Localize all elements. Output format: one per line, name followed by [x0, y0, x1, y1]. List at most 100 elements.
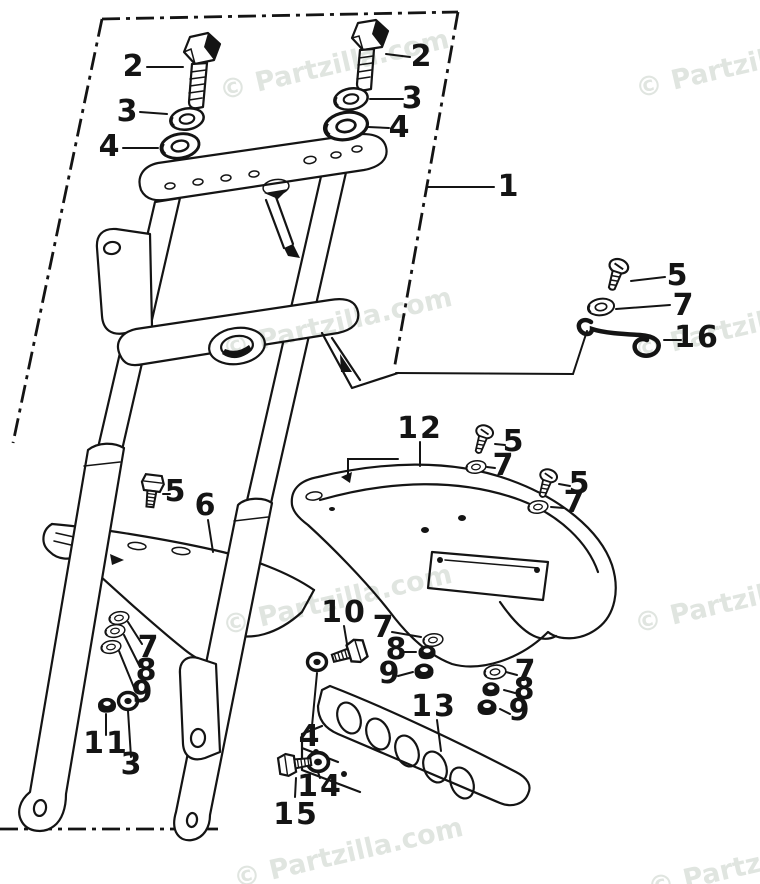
- leader-line-13: [436, 719, 442, 752]
- nut-11: [97, 697, 117, 714]
- fender-hole-b: [458, 515, 466, 521]
- leader-line-4: [367, 126, 390, 129]
- hardware: [97, 18, 632, 779]
- frame-left-edge: [11, 18, 104, 444]
- part-callout-8: 8: [514, 672, 537, 707]
- headlight-ear-hole: [102, 240, 122, 256]
- slider-right-collar: [233, 516, 269, 522]
- watermark-text: © Partzilla.com: [633, 22, 760, 105]
- part-callout-3: 3: [402, 81, 425, 116]
- part-callout-12: 12: [397, 411, 443, 446]
- fork-assembly-part-1: [18, 132, 400, 842]
- steering-stem-shade: [284, 244, 300, 258]
- steering-boss-shade: [222, 345, 252, 359]
- leader-line-5: [630, 276, 666, 282]
- nut-8-center: [417, 644, 437, 660]
- part-callout-8: 8: [136, 653, 159, 688]
- part-callout-3: 3: [117, 94, 140, 129]
- leader-lines: [105, 53, 682, 798]
- part-callout-3: 3: [121, 747, 144, 782]
- slider-right-axle-hole: [185, 811, 199, 829]
- stay-plate-holes: [336, 701, 475, 800]
- watermark-text: © Partzilla.com: [632, 557, 760, 640]
- part-callout-16: 16: [674, 320, 720, 355]
- watermark-text: © Partzilla.com: [231, 812, 467, 884]
- part-callout-9: 9: [379, 656, 402, 691]
- fender-hole-a: [421, 527, 429, 533]
- slider-right-ear-hole: [189, 727, 207, 749]
- fork-slider-left: [18, 442, 126, 832]
- part-callout-2: 2: [411, 39, 434, 74]
- part-callout-9: 9: [132, 675, 155, 710]
- leader-line-7: [505, 671, 518, 676]
- washer-7-top-right: [585, 295, 617, 319]
- slider-right-ear: [178, 656, 222, 761]
- part-callout-5: 5: [667, 258, 690, 293]
- fender-inner-arc: [318, 483, 600, 574]
- washer-3-left: [166, 104, 208, 134]
- washer-4-bottom: [305, 651, 329, 673]
- nut-9-center: [413, 662, 435, 680]
- leader-line-8: [503, 689, 516, 694]
- leader-line-14: [317, 771, 321, 779]
- leader-line-6: [207, 519, 214, 553]
- part-callout-5: 5: [569, 466, 592, 501]
- leader-line-9: [499, 708, 511, 715]
- bolt-5-cover: [137, 472, 166, 510]
- part-callout-7: 7: [673, 288, 696, 323]
- part-callout-1: 1: [498, 169, 521, 204]
- part-callout-4: 4: [99, 129, 122, 164]
- part-callout-8: 8: [386, 632, 409, 667]
- leader-line-7: [550, 506, 565, 509]
- part-callout-9: 9: [509, 693, 532, 728]
- leader-line-9: [397, 671, 414, 677]
- part-callout-10: 10: [321, 595, 367, 630]
- washer-7-right: [482, 662, 508, 682]
- leader-line-10: [343, 625, 348, 645]
- lower-bracket-right: [320, 331, 400, 390]
- bolt-2-left: [182, 31, 222, 110]
- leader-line-5: [494, 443, 506, 446]
- frame-right-edge: [392, 11, 460, 371]
- top-bridge-shade: [264, 189, 288, 199]
- frame-top-edge: [101, 10, 459, 21]
- part-callout-14: 14: [297, 769, 343, 804]
- front-fender-part-12: [290, 463, 617, 668]
- slider-left-axle-hole: [32, 798, 48, 818]
- part-callout-4: 4: [389, 110, 412, 145]
- washer-7-stack: [107, 609, 131, 627]
- screw-5-fender-1: [468, 422, 496, 457]
- lower-bracket-shade: [340, 354, 352, 372]
- bolt-10: [328, 636, 370, 671]
- fender-branch-arrow: [341, 472, 352, 483]
- part-callout-5: 5: [165, 474, 188, 509]
- watermark-text: © Partzilla.com: [645, 821, 760, 884]
- stay-plate-part-13: [300, 684, 531, 807]
- part-callout-4: 4: [299, 719, 322, 754]
- part-callout-2: 2: [123, 49, 146, 84]
- part-callout-7: 7: [564, 485, 587, 520]
- leader-line-3: [139, 111, 168, 115]
- part-callout-7: 7: [373, 610, 396, 645]
- fender-bracket: [426, 550, 550, 602]
- leader-line-4: [311, 672, 318, 727]
- nut-9-right: [476, 698, 498, 716]
- part-callout-6: 6: [195, 488, 218, 523]
- washer-8-stack: [103, 622, 127, 640]
- nut-8-right: [481, 681, 501, 697]
- fender-branch-line: [347, 458, 399, 477]
- fender-front-slot: [305, 491, 323, 501]
- leader-line-3: [127, 710, 132, 758]
- part-callout-7: 7: [515, 654, 538, 689]
- fender-front-hole: [329, 507, 335, 511]
- leader-line-15: [294, 777, 297, 798]
- fender-bracket-line: [444, 559, 539, 569]
- leader-line-7: [486, 466, 496, 469]
- part-callout-7: 7: [493, 448, 516, 483]
- washer-3-right: [330, 84, 372, 114]
- fender-bottom-line: [498, 600, 558, 640]
- hook-connector-line: [395, 330, 588, 376]
- leader-line-7: [391, 631, 422, 638]
